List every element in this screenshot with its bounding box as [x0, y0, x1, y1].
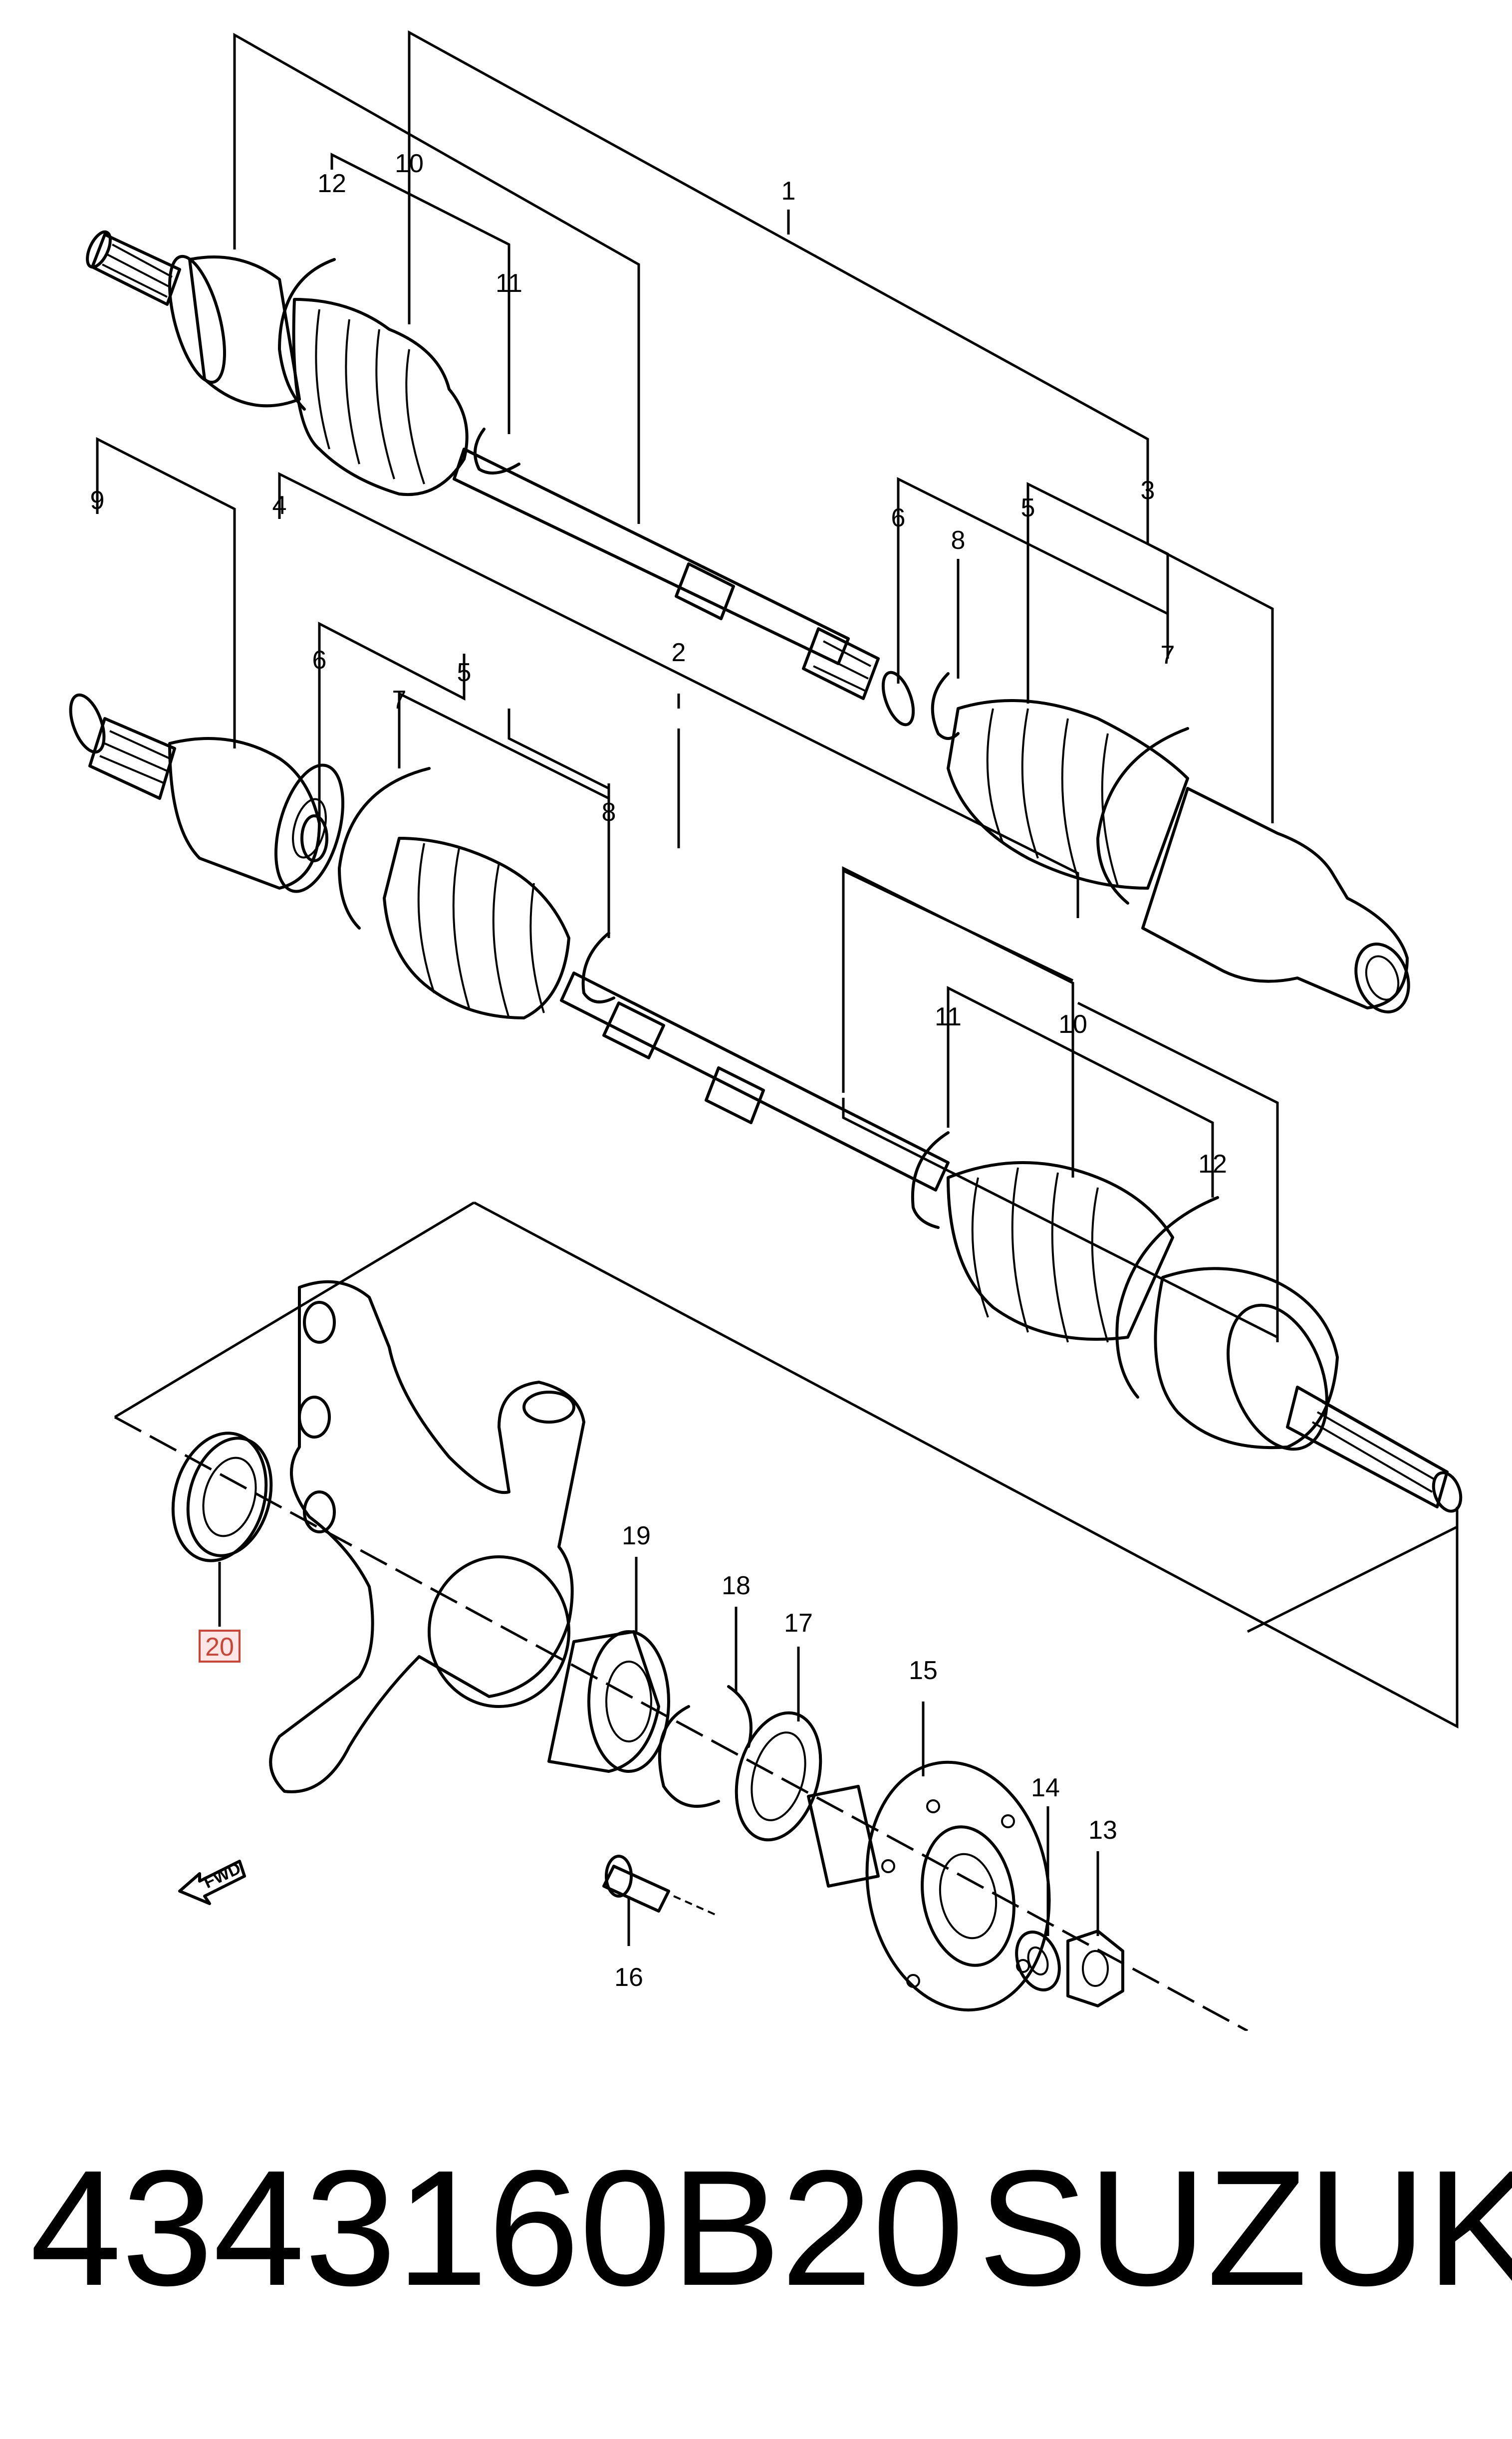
callout-5-lower: 5 — [457, 658, 472, 687]
callout-leaders — [96, 30, 1459, 2031]
callout-9: 9 — [90, 486, 105, 515]
callout-11-upper: 11 — [496, 269, 522, 298]
callout-6-upper: 6 — [891, 503, 906, 532]
callout-labels: 1 2 3 4 5 5 6 6 7 7 8 8 9 10 10 11 11 12… — [90, 149, 1227, 1992]
wheel-bearing-19 — [547, 1630, 670, 1773]
callout-7-lower: 7 — [392, 686, 407, 715]
wheel-hub-15 — [807, 1760, 1051, 2012]
dust-seal-17 — [735, 1711, 822, 1842]
upper-drive-shaft — [86, 230, 1410, 1013]
callout-11-lower: 11 — [935, 1002, 962, 1031]
wheel-stud-16 — [602, 1855, 719, 1917]
callout-7-upper: 7 — [1161, 641, 1175, 670]
steering-knuckle — [269, 1280, 585, 1793]
callout-4: 4 — [272, 491, 287, 520]
washer-14 — [1015, 1930, 1061, 1992]
callout-10-upper: 10 — [395, 149, 424, 178]
callout-1: 1 — [781, 177, 796, 206]
callout-6-lower: 6 — [312, 646, 327, 675]
part-number: 4343160B20 — [30, 2136, 964, 2320]
callout-16: 16 — [614, 1963, 643, 1992]
callout-3: 3 — [1141, 476, 1155, 505]
callout-14: 14 — [1031, 1773, 1060, 1802]
callout-8-lower: 8 — [602, 798, 616, 827]
exploded-parts-diagram: FWD — [69, 30, 1463, 2031]
brand-name: SUZUKI — [978, 2136, 1512, 2320]
callout-8-upper: 8 — [951, 526, 966, 555]
callout-20: 20 — [205, 1633, 234, 1662]
fwd-arrow-icon: FWD — [178, 1859, 246, 1905]
nut-13 — [1066, 1930, 1124, 2007]
callout-20-highlight — [199, 1630, 241, 1663]
callout-5-upper: 5 — [1021, 493, 1035, 522]
callout-12-upper: 12 — [317, 169, 346, 198]
callout-19: 19 — [622, 1521, 651, 1550]
oil-seal-20 — [171, 1432, 273, 1562]
callout-12-lower: 12 — [1198, 1150, 1227, 1179]
callout-15: 15 — [909, 1656, 938, 1685]
callout-13: 13 — [1088, 1816, 1117, 1845]
callout-2: 2 — [672, 638, 686, 667]
callout-17: 17 — [784, 1609, 813, 1638]
lower-drive-shaft — [69, 693, 1463, 1513]
callout-18: 18 — [722, 1571, 751, 1600]
callout-10-lower: 10 — [1058, 1010, 1087, 1039]
